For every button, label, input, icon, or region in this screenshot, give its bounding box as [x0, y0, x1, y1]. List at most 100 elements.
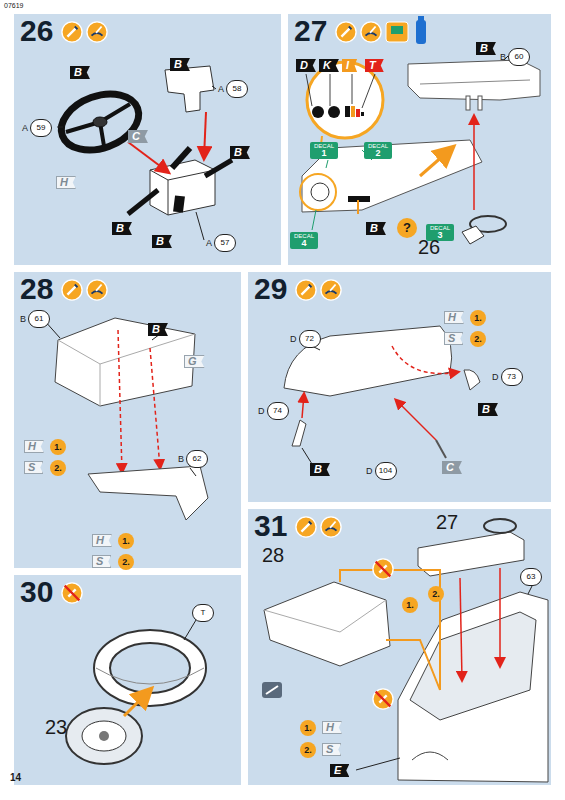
color-flag: B [310, 463, 330, 476]
color-code: H [448, 311, 456, 323]
part-callout: 63 [520, 568, 542, 586]
color-code: H [28, 440, 36, 452]
color-flag: G [184, 355, 205, 368]
color-code: B [174, 58, 182, 70]
color-code: B [152, 323, 160, 335]
color-flag: B [476, 42, 496, 55]
part-number: T [192, 604, 214, 622]
part-callout: D72 [290, 330, 321, 348]
part-number: 72 [299, 330, 321, 348]
part-callout: A57 [206, 234, 236, 252]
order-circle: 2. [470, 331, 486, 347]
step-number: 29 [254, 272, 287, 306]
color-code: C [132, 130, 140, 142]
order-circle: 1. [470, 310, 486, 326]
order-number: 1. [406, 600, 414, 610]
color-code: C [446, 461, 454, 473]
sprue-letter: B [178, 454, 184, 464]
color-flag: H [56, 176, 76, 189]
part-callout: D73 [492, 368, 523, 386]
color-flag: T [365, 59, 384, 72]
order-number: 1. [474, 313, 482, 323]
subassembly-number: 27 [436, 511, 458, 534]
color-code: G [188, 355, 197, 367]
color-flag: B [70, 66, 90, 79]
color-code: I [346, 59, 349, 71]
color-code: B [482, 403, 490, 415]
sprue-letter: D [492, 372, 499, 382]
step-number: 28 [20, 272, 53, 306]
part-number: 73 [501, 368, 523, 386]
color-flag: C [128, 130, 148, 143]
part-number: 57 [214, 234, 236, 252]
order-circle: 2. [118, 554, 134, 570]
color-flag: S [92, 555, 111, 568]
color-code: B [480, 42, 488, 54]
step-panel: 29D72H1.S2.D73BD74BD104C [248, 272, 551, 502]
color-flag: H [92, 534, 112, 547]
decal-number: 2 [368, 149, 388, 158]
page-number: 14 [10, 772, 21, 783]
decal-tag: DECAL4 [290, 232, 318, 249]
part-callout: T [192, 604, 214, 622]
part-number: 58 [226, 80, 248, 98]
color-flag: S [24, 461, 43, 474]
step-number: 30 [20, 575, 53, 609]
part-number: 74 [267, 402, 289, 420]
color-flag: B [148, 323, 168, 336]
subassembly-number: 28 [262, 544, 284, 567]
color-flag: B [170, 58, 190, 71]
color-code: S [326, 743, 333, 755]
step-number: 27 [294, 14, 327, 48]
color-code: H [96, 534, 104, 546]
color-code: K [323, 59, 331, 71]
step-panel: 28B61BGH1.S2.B62H1.S2. [14, 272, 241, 568]
order-number: 2. [54, 463, 62, 473]
order-number: 1. [122, 536, 130, 546]
color-code: B [314, 463, 322, 475]
decal-tag: DECAL2 [364, 142, 392, 159]
sprue-letter: A [206, 238, 212, 248]
color-flag: B [152, 235, 172, 248]
order-circle: 2. [300, 742, 316, 758]
sprue-letter: B [500, 52, 506, 62]
part-callout: D104 [366, 462, 397, 480]
order-number: 1. [304, 723, 312, 733]
part-callout: A58 [218, 80, 248, 98]
step-panel: 30T [14, 575, 241, 785]
step-panel: 26A59BHBA58CBBBA57 [14, 14, 281, 265]
color-code: H [326, 721, 334, 733]
color-code: B [156, 235, 164, 247]
step-number: 31 [254, 509, 287, 543]
subassembly-number: 26 [418, 236, 440, 259]
part-number: 59 [30, 119, 52, 137]
color-flag: C [442, 461, 462, 474]
decal-number: 1 [314, 149, 334, 158]
step-number: 26 [20, 14, 53, 48]
color-flag: B [112, 222, 132, 235]
sprue-letter: A [218, 84, 224, 94]
color-code: D [300, 59, 308, 71]
color-code: S [96, 555, 103, 567]
color-flag: I [342, 59, 357, 72]
color-code: E [334, 764, 341, 776]
part-number: 61 [28, 310, 50, 328]
order-number: 2. [432, 589, 440, 599]
color-flag: B [478, 403, 498, 416]
color-flag: H [24, 440, 44, 453]
order-number: 2. [474, 334, 482, 344]
part-callout: A59 [22, 119, 52, 137]
part-callout: B61 [20, 310, 50, 328]
order-number: 1. [54, 442, 62, 452]
order-circle: 1. [402, 597, 418, 613]
color-code: S [28, 461, 35, 473]
color-flag: K [319, 59, 339, 72]
part-number: 62 [186, 450, 208, 468]
catalog-number: 07619 [4, 2, 23, 9]
step-panel: 31 1. 2. 1. H 2. SE 63 [248, 509, 551, 785]
part-number: 104 [375, 462, 397, 480]
order-number: 2. [122, 557, 130, 567]
option-text: ? [403, 220, 411, 235]
option-mark: ? [397, 218, 417, 238]
